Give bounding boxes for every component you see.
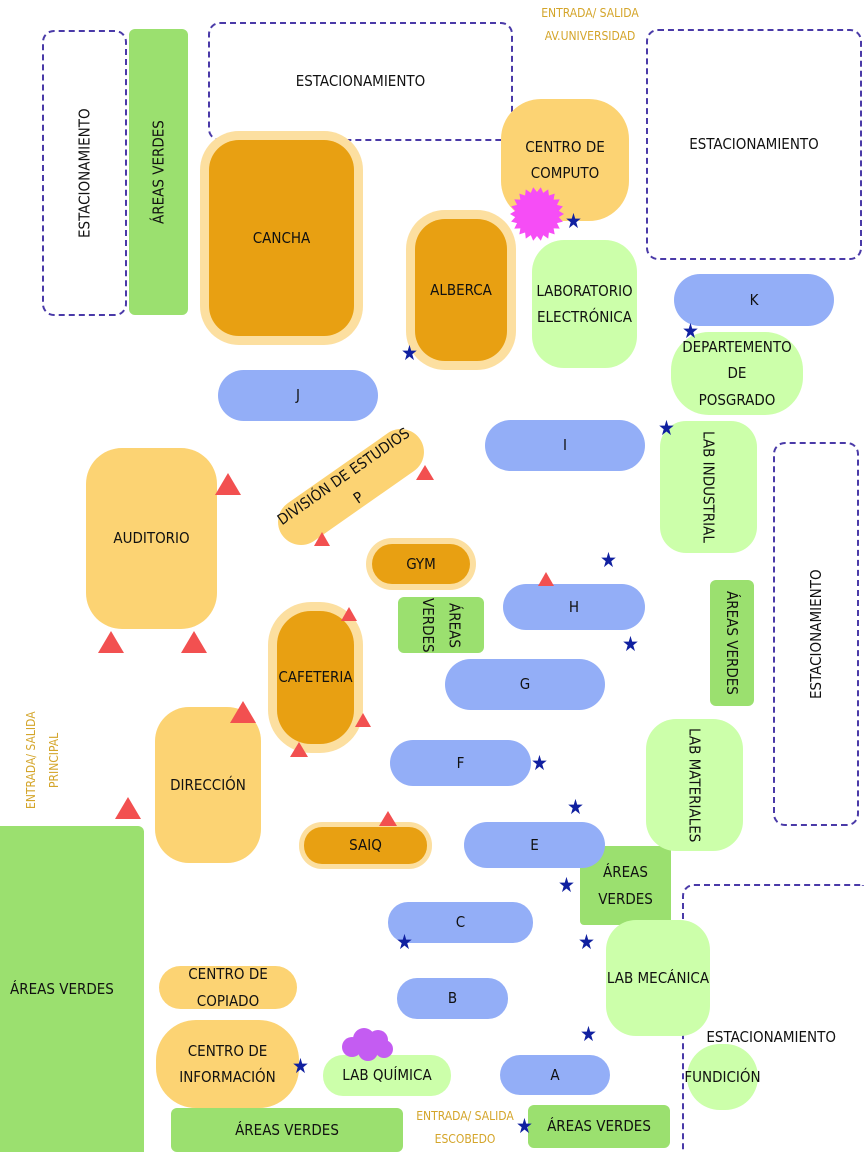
building-direccion[interactable]: DIRECCIÓN bbox=[155, 707, 261, 863]
star-marker-icon: ★ bbox=[622, 632, 639, 656]
building-division-estudios[interactable]: DIVISIÓN DE ESTUDIOS P bbox=[268, 419, 434, 555]
building-lab-mecanica[interactable]: LAB MECÁNICA bbox=[606, 920, 710, 1036]
pink-burst-icon bbox=[510, 187, 564, 241]
triangle-marker-icon bbox=[355, 713, 371, 727]
green-area-bottom: ÁREAS VERDES bbox=[171, 1108, 403, 1152]
triangle-marker-icon bbox=[341, 607, 357, 621]
building-g[interactable]: G bbox=[445, 659, 605, 710]
building-i[interactable]: I bbox=[485, 420, 645, 471]
star-marker-icon: ★ bbox=[578, 930, 595, 954]
building-j[interactable]: J bbox=[218, 370, 378, 421]
triangle-marker-icon bbox=[290, 742, 308, 757]
green-area-bottom-left: ÁREAS VERDES bbox=[0, 826, 144, 1152]
entrance-escobedo: ENTRADA/ SALIDA ESCOBEDO bbox=[416, 1109, 514, 1146]
building-lab-electronica[interactable]: LABORATORIO ELECTRÓNICA bbox=[532, 240, 637, 368]
green-area-bottom-right: ÁREAS VERDES bbox=[528, 1105, 670, 1148]
star-marker-icon: ★ bbox=[565, 209, 582, 233]
star-marker-icon: ★ bbox=[658, 416, 675, 440]
triangle-marker-icon bbox=[314, 532, 330, 546]
star-marker-icon: ★ bbox=[567, 795, 584, 819]
parking-bottom-right: ESTACIONAMIENTO bbox=[682, 884, 864, 1152]
building-cancha[interactable]: CANCHA bbox=[209, 140, 354, 336]
star-marker-icon: ★ bbox=[600, 548, 617, 572]
building-centro-informacion[interactable]: CENTRO DE INFORMACIÓN bbox=[156, 1020, 299, 1108]
triangle-marker-icon bbox=[416, 465, 434, 480]
triangle-marker-icon bbox=[379, 811, 397, 826]
green-area-mid-right: ÁREAS VERDES bbox=[580, 846, 671, 925]
star-marker-icon: ★ bbox=[516, 1114, 533, 1138]
building-centro-copiado[interactable]: CENTRO DE COPIADO bbox=[159, 965, 297, 1010]
building-centro-computo[interactable]: CENTRO DE COMPUTO bbox=[501, 99, 629, 221]
building-gym[interactable]: GYM bbox=[372, 544, 470, 584]
triangle-marker-icon bbox=[215, 473, 241, 495]
building-posgrado[interactable]: DEPARTEMENTO DE POSGRADO bbox=[671, 332, 803, 415]
triangle-marker-icon bbox=[98, 631, 124, 653]
building-b[interactable]: B bbox=[397, 978, 508, 1019]
star-marker-icon: ★ bbox=[401, 341, 418, 365]
triangle-marker-icon bbox=[181, 631, 207, 653]
parking-top-right: ESTACIONAMIENTO bbox=[646, 29, 862, 260]
star-marker-icon: ★ bbox=[558, 873, 575, 897]
purple-cloud-icon bbox=[342, 1028, 393, 1061]
star-marker-icon: ★ bbox=[580, 1022, 597, 1046]
star-marker-icon: ★ bbox=[396, 930, 413, 954]
building-saiq[interactable]: SAIQ bbox=[304, 827, 427, 864]
building-a[interactable]: A bbox=[500, 1055, 610, 1095]
parking-top: ESTACIONAMIENTO bbox=[208, 22, 513, 141]
triangle-marker-icon bbox=[538, 572, 554, 586]
star-marker-icon: ★ bbox=[531, 751, 548, 775]
green-area-top-left: ÁREAS VERDES bbox=[129, 29, 188, 315]
triangle-marker-icon bbox=[230, 701, 256, 723]
building-h[interactable]: H bbox=[503, 584, 645, 630]
building-lab-quimica[interactable]: LAB QUÍMICA bbox=[323, 1055, 451, 1096]
star-marker-icon: ★ bbox=[682, 319, 699, 343]
entrance-av-universidad: ENTRADA/ SALIDA AV.UNIVERSIDAD bbox=[541, 6, 639, 43]
parking-left: ESTACIONAMIENTO bbox=[42, 30, 127, 316]
building-alberca[interactable]: ALBERCA bbox=[415, 219, 507, 361]
building-k[interactable]: K bbox=[674, 274, 834, 326]
green-area-center: ÁREAS VERDES bbox=[398, 597, 484, 653]
building-c[interactable]: C bbox=[388, 902, 533, 943]
building-cafeteria[interactable]: CAFETERIA bbox=[277, 611, 354, 744]
green-area-right: ÁREAS VERDES bbox=[710, 580, 754, 706]
building-e[interactable]: E bbox=[464, 822, 605, 868]
building-f[interactable]: F bbox=[390, 740, 531, 786]
triangle-marker-icon bbox=[115, 797, 141, 819]
parking-right: ESTACIONAMIENTO bbox=[773, 442, 859, 826]
building-lab-materiales[interactable]: LAB MATERIALES bbox=[646, 719, 743, 851]
building-fundicion[interactable]: FUNDICIÓN bbox=[684, 1044, 761, 1110]
building-auditorio[interactable]: AUDITORIO bbox=[86, 448, 217, 629]
entrance-principal: ENTRADA/ SALIDA PRINCIPAL bbox=[24, 711, 61, 809]
building-lab-industrial[interactable]: LAB INDUSTRIAL bbox=[660, 421, 757, 553]
star-marker-icon: ★ bbox=[292, 1054, 309, 1078]
